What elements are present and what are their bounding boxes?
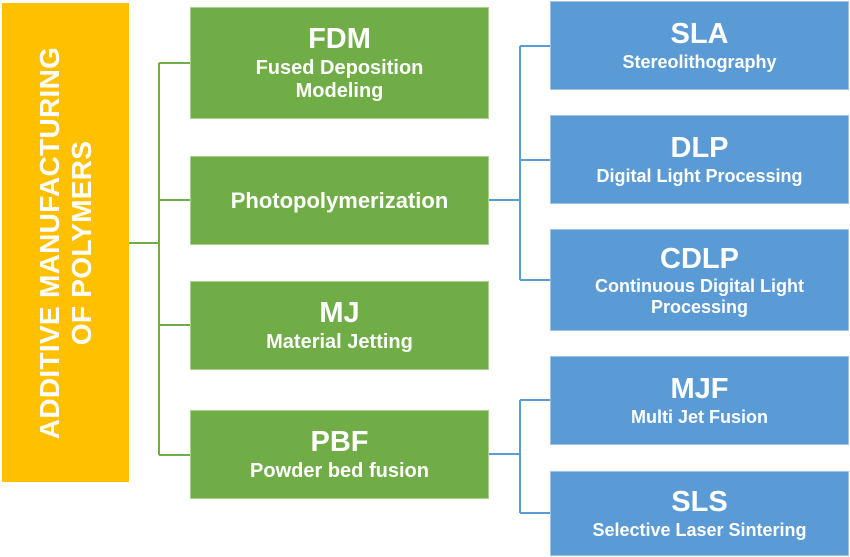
method-full-name: Continuous Digital Light xyxy=(595,275,804,296)
green-connectors xyxy=(129,62,190,456)
category-full-name: Powder bed fusion xyxy=(250,459,429,482)
root-title-line1: ADDITIVE MANUFACTURING xyxy=(33,46,65,439)
method-full-name: Selective Laser Sintering xyxy=(592,519,807,540)
category-fdm: FDM Fused Deposition Modeling xyxy=(190,7,489,119)
method-dlp: DLP Digital Light Processing xyxy=(550,115,849,204)
method-abbr: CDLP xyxy=(660,242,739,275)
root-node: ADDITIVE MANUFACTURING OF POLYMERS xyxy=(2,3,129,482)
method-mjf: MJF Multi Jet Fusion xyxy=(550,356,849,445)
method-abbr: SLA xyxy=(670,18,729,51)
category-full-name-line2: Modeling xyxy=(295,79,384,102)
category-photopolymerization: Photopolymerization xyxy=(190,156,489,245)
root-title-line2: OF POLYMERS xyxy=(65,140,97,345)
method-full-name-line2: Processing xyxy=(650,296,749,317)
category-mj: MJ Material Jetting xyxy=(190,281,489,370)
blue-connectors xyxy=(489,45,550,514)
method-full-name: Stereolithography xyxy=(622,51,777,72)
method-abbr: DLP xyxy=(670,132,729,165)
method-sls: SLS Selective Laser Sintering xyxy=(550,471,849,556)
category-full-name: Fused Deposition xyxy=(255,56,424,79)
method-full-name: Digital Light Processing xyxy=(596,165,803,186)
category-full-name: Material Jetting xyxy=(266,330,413,353)
method-cdlp: CDLP Continuous Digital Light Processing xyxy=(550,229,849,331)
category-abbr: PBF xyxy=(310,426,369,459)
method-abbr: MJF xyxy=(670,373,729,406)
root-title: ADDITIVE MANUFACTURING OF POLYMERS xyxy=(33,46,97,438)
method-abbr: SLS xyxy=(671,486,728,519)
method-sla: SLA Stereolithography xyxy=(550,1,849,90)
category-pbf: PBF Powder bed fusion xyxy=(190,410,489,499)
category-abbr: MJ xyxy=(319,297,360,330)
category-full-name: Photopolymerization xyxy=(230,187,449,213)
category-abbr: FDM xyxy=(308,23,371,56)
method-full-name: Multi Jet Fusion xyxy=(631,406,768,427)
